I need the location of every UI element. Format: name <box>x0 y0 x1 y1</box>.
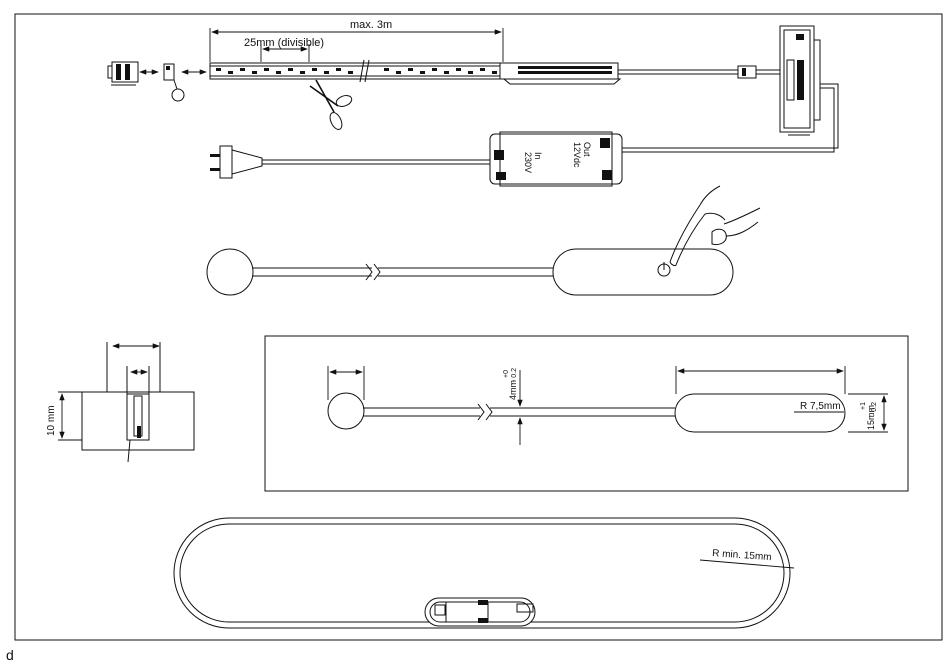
led-chip <box>396 71 401 74</box>
cable-tol-plus: +0 <box>503 370 510 378</box>
driver-in-voltage: 230V <box>523 152 533 173</box>
power-supply: In 230V Out 12Vdc <box>210 132 622 186</box>
led-chip <box>492 71 497 74</box>
led-chip <box>276 71 281 74</box>
led-chip <box>288 68 293 71</box>
led-chip <box>300 71 305 74</box>
flexible-strip-loop: R min. 15mm <box>174 518 794 628</box>
led-chip <box>264 68 269 71</box>
led-strip-assembly: max. 3m 25mm (divisible) <box>108 19 780 131</box>
led-chip <box>216 68 221 71</box>
driver-out-label: Out <box>582 142 592 157</box>
end-cap <box>164 64 184 101</box>
hand-icon <box>670 186 760 266</box>
led-chip <box>444 71 449 74</box>
height-tol-plus: +1 <box>860 402 867 410</box>
junction-box <box>612 26 838 152</box>
led-chip <box>252 71 257 74</box>
driver-out-voltage: 12Vdc <box>572 142 582 168</box>
led-chip <box>324 71 329 74</box>
touch-switch <box>207 186 760 295</box>
plug-icon <box>210 146 262 178</box>
led-strip <box>210 60 506 82</box>
power-icon <box>658 262 670 276</box>
led-chip <box>384 68 389 71</box>
end-connector <box>108 62 138 85</box>
led-chip <box>408 68 413 71</box>
cross-section: 10 mm <box>46 342 194 462</box>
cable-dia-label: 4mm <box>508 380 518 400</box>
driver-in-label: In <box>533 152 543 160</box>
led-chip <box>456 68 461 71</box>
led-chip <box>468 71 473 74</box>
max-length-label: max. 3m <box>350 19 392 31</box>
led-chip <box>432 68 437 71</box>
footer-glyph: d <box>6 647 14 660</box>
led-chip <box>312 68 317 71</box>
strip-connector-housing <box>500 63 780 84</box>
radius-label: R 7,5mm <box>800 401 841 412</box>
led-chip <box>228 71 233 74</box>
cable-tol-minus: - 0.2 <box>511 368 518 382</box>
led-chip <box>480 68 485 71</box>
led-chip <box>240 68 245 71</box>
scissors-icon <box>310 80 353 131</box>
led-chip <box>336 68 341 71</box>
led-driver: In 230V Out 12Vdc <box>490 132 622 186</box>
led-chip <box>348 71 353 74</box>
led-chip <box>420 71 425 74</box>
divisible-label: 25mm (divisible) <box>244 37 324 49</box>
height-tol-minus: - 0.2 <box>871 402 878 416</box>
depth-label: 10 mm <box>46 405 57 436</box>
min-radius-label: R min. 15mm <box>712 548 772 563</box>
switch-dimension-panel: 4mm +0 - 0.2 R 7,5mm 15mm +1 - 0.2 <box>265 336 908 491</box>
